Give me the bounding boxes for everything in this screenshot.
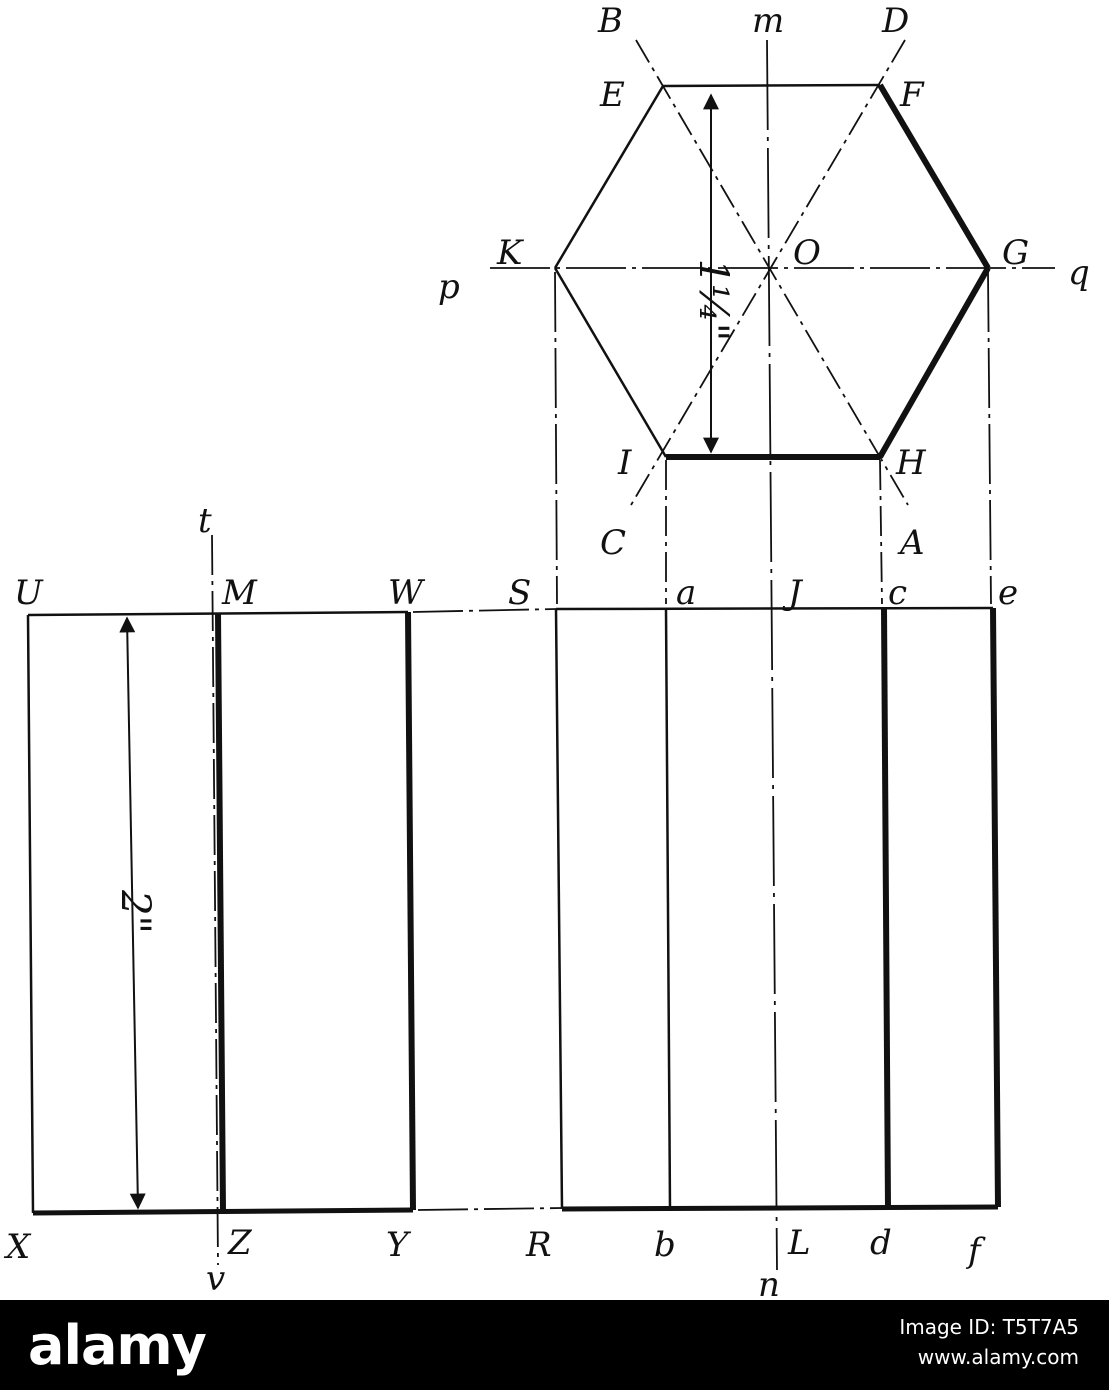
label-K: K xyxy=(496,233,525,273)
label-G: G xyxy=(1002,233,1029,273)
label-X: X xyxy=(3,1227,32,1267)
label-c: c xyxy=(888,573,907,613)
label-C: C xyxy=(600,523,626,563)
label-b: b xyxy=(654,1225,676,1265)
image-credits: Image ID: T5T7A5 www.alamy.com xyxy=(899,1312,1079,1372)
dimension-height-label: 2" xyxy=(112,889,158,934)
label-t: t xyxy=(198,501,212,541)
label-E: E xyxy=(599,75,625,115)
label-p: p xyxy=(438,267,460,307)
label-F: F xyxy=(899,75,925,115)
label-e: e xyxy=(998,573,1018,613)
hexagon-center-lines xyxy=(490,39,1055,1271)
label-a: a xyxy=(676,573,696,613)
label-Y: Y xyxy=(386,1225,412,1265)
label-S: S xyxy=(508,573,531,613)
label-B: B xyxy=(597,1,623,41)
label-L: L xyxy=(787,1223,811,1263)
label-m: m xyxy=(752,1,784,41)
label-q: q xyxy=(1068,253,1090,293)
dimension-height-arrow xyxy=(119,616,146,1210)
label-O: O xyxy=(793,233,821,273)
image-id-text: Image ID: T5T7A5 xyxy=(899,1315,1079,1339)
label-A: A xyxy=(897,523,925,563)
point-labels: B m D E F K O G p q I H C A t U M W S a … xyxy=(3,1,1090,1305)
projection-lines xyxy=(412,271,992,1211)
label-I: I xyxy=(617,443,632,483)
hexagonal-prism-projection-diagram: 1¼" 2" B m D E F K O G xyxy=(3,1,1090,1305)
label-Z: Z xyxy=(227,1223,253,1263)
label-J: J xyxy=(782,573,804,613)
side-view-prism xyxy=(26,610,416,1216)
source-url-text: www.alamy.com xyxy=(917,1345,1079,1369)
side-view-center-line xyxy=(211,534,219,1266)
label-D: D xyxy=(881,1,909,41)
label-M: M xyxy=(221,573,258,613)
front-view-prism xyxy=(554,606,1001,1212)
watermark-logo: alamy xyxy=(28,1314,207,1377)
label-v: v xyxy=(206,1259,225,1299)
label-W: W xyxy=(388,573,426,613)
label-H: H xyxy=(895,443,927,483)
label-R: R xyxy=(525,1225,552,1265)
label-n: n xyxy=(758,1265,780,1300)
stock-watermark-bar: alamy Image ID: T5T7A5 www.alamy.com xyxy=(0,1300,1109,1390)
label-d: d xyxy=(870,1223,892,1263)
label-U: U xyxy=(14,573,44,613)
label-f: f xyxy=(965,1231,986,1271)
hexagon-top-view xyxy=(553,83,991,460)
dimension-width-label: 1¼" xyxy=(690,259,736,342)
